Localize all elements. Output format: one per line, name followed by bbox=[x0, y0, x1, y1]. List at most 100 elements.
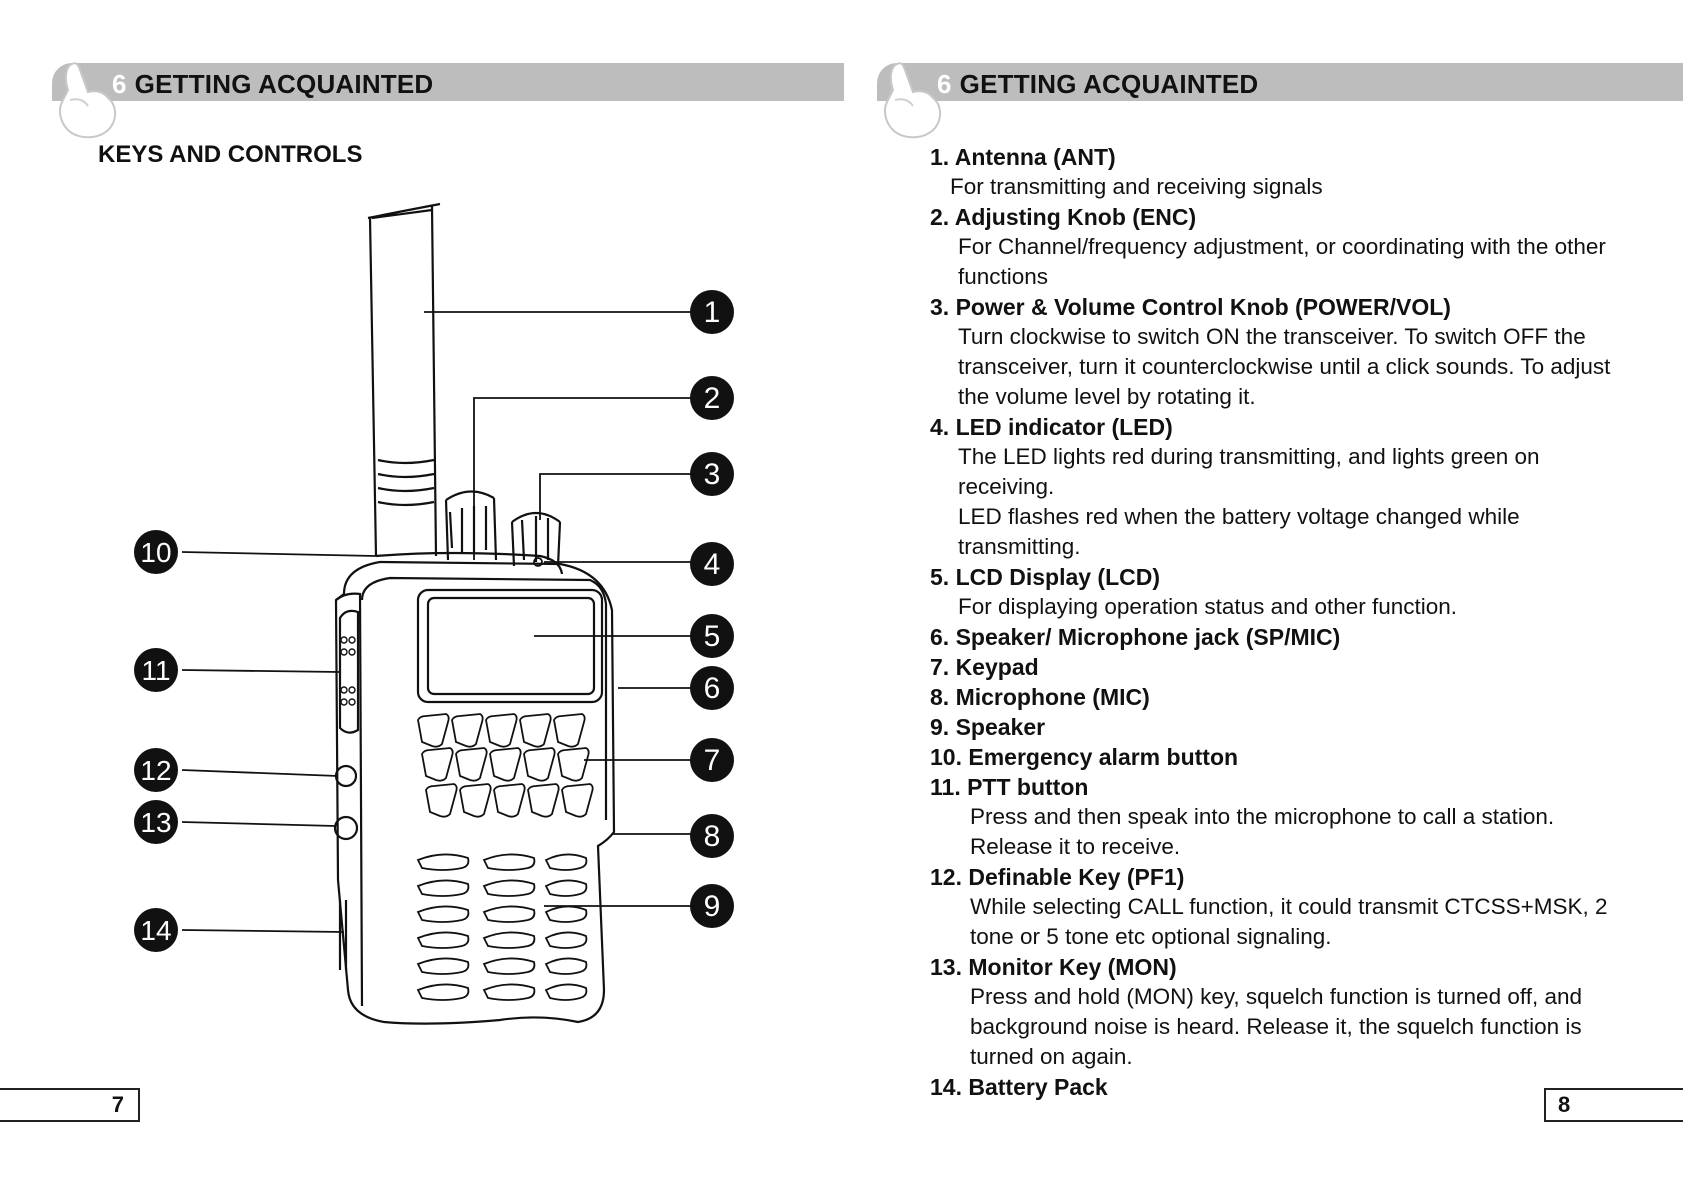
keypad-key bbox=[553, 713, 586, 748]
svg-text:7: 7 bbox=[704, 744, 721, 777]
callout-12: 12 bbox=[134, 748, 178, 792]
item-title: 8. Microphone (MIC) bbox=[930, 684, 1150, 710]
callout-1: 1 bbox=[690, 290, 734, 334]
item-description: For transmitting and receiving signals bbox=[950, 174, 1323, 199]
list-item: 12. Definable Key (PF1) While selecting … bbox=[930, 862, 1630, 952]
svg-text:4: 4 bbox=[704, 548, 721, 581]
callout-7: 7 bbox=[690, 738, 734, 782]
speaker-slot bbox=[544, 957, 588, 975]
callout-10: 10 bbox=[134, 530, 178, 574]
speaker-slot bbox=[416, 957, 470, 975]
page-number: 7 bbox=[0, 1088, 140, 1122]
speaker-slot bbox=[416, 931, 470, 949]
svg-text:8: 8 bbox=[704, 820, 721, 853]
chapter-number: 6 bbox=[112, 69, 127, 99]
speaker-slot bbox=[416, 983, 470, 1001]
svg-text:6: 6 bbox=[704, 672, 721, 705]
list-item: 5. LCD Display (LCD) For displaying oper… bbox=[930, 562, 1630, 622]
list-item: 3. Power & Volume Control Knob (POWER/VO… bbox=[930, 292, 1630, 412]
speaker-slot bbox=[482, 957, 536, 975]
speaker-slot bbox=[544, 879, 588, 897]
svg-text:1: 1 bbox=[704, 296, 721, 329]
list-item: 6. Speaker/ Microphone jack (SP/MIC) bbox=[930, 622, 1630, 652]
item-description: For displaying operation status and othe… bbox=[958, 594, 1458, 619]
radio-diagram: 1 2 3 4 5 6 7 8 9 10 11 12 13 14 bbox=[134, 202, 734, 1025]
speaker-slot bbox=[416, 879, 470, 897]
item-title: 12. Definable Key (PF1) bbox=[930, 864, 1185, 890]
radio-body bbox=[334, 560, 616, 1025]
ptt-button bbox=[338, 609, 360, 734]
keypad-key bbox=[519, 713, 552, 748]
item-description: Turn clockwise to switch ON the transcei… bbox=[958, 324, 1611, 409]
callout-13: 13 bbox=[134, 800, 178, 844]
item-description: LED flashes red when the battery voltage… bbox=[958, 504, 1520, 559]
item-description: The LED lights red during transmitting, … bbox=[958, 444, 1540, 499]
callout-5: 5 bbox=[690, 614, 734, 658]
speaker-slot bbox=[482, 905, 536, 923]
item-title: 3. Power & Volume Control Knob (POWER/VO… bbox=[930, 294, 1451, 320]
svg-text:5: 5 bbox=[704, 620, 721, 653]
monitor-key bbox=[333, 815, 359, 841]
keypad bbox=[417, 713, 594, 818]
speaker-slot bbox=[482, 983, 536, 1001]
keypad-key bbox=[421, 747, 454, 782]
list-item: 7. Keypad bbox=[930, 652, 1630, 682]
list-item: 13. Monitor Key (MON) Press and hold (MO… bbox=[930, 952, 1630, 1072]
list-item: 14. Battery Pack bbox=[930, 1072, 1630, 1102]
keypad-key bbox=[425, 783, 458, 818]
item-title: 5. LCD Display (LCD) bbox=[930, 564, 1161, 590]
list-item: 9. Speaker bbox=[930, 712, 1630, 742]
keypad-key bbox=[459, 783, 492, 818]
page-number: 8 bbox=[1544, 1088, 1683, 1122]
speaker-slot bbox=[482, 931, 536, 949]
pointing-hand-icon bbox=[884, 62, 941, 139]
speaker-slot bbox=[544, 983, 588, 1001]
speaker-slot bbox=[544, 853, 588, 871]
callout-9: 9 bbox=[690, 884, 734, 928]
callout-8: 8 bbox=[690, 814, 734, 858]
item-title: 14. Battery Pack bbox=[930, 1074, 1108, 1100]
speaker-slot bbox=[482, 853, 536, 871]
callout-2: 2 bbox=[690, 376, 734, 420]
section-title: KEYS AND CONTROLS bbox=[98, 141, 363, 168]
item-description: Press and hold (MON) key, squelch functi… bbox=[970, 984, 1582, 1069]
list-item: 4. LED indicator (LED) The LED lights re… bbox=[930, 412, 1630, 562]
chapter-title: GETTING ACQUAINTED bbox=[959, 69, 1259, 99]
svg-text:11: 11 bbox=[141, 655, 170, 686]
item-title: 6. Speaker/ Microphone jack (SP/MIC) bbox=[930, 624, 1341, 650]
lcd-display bbox=[416, 588, 604, 704]
keypad-key bbox=[455, 747, 488, 782]
item-description: While selecting CALL function, it could … bbox=[970, 894, 1608, 949]
pointing-hand-icon bbox=[59, 62, 116, 139]
item-title: 13. Monitor Key (MON) bbox=[930, 954, 1177, 980]
item-description: Press and then speak into the microphone… bbox=[970, 804, 1555, 859]
svg-text:3: 3 bbox=[704, 458, 721, 491]
callout-3: 3 bbox=[690, 452, 734, 496]
item-title: 11. PTT button bbox=[930, 774, 1089, 800]
led-indicator bbox=[533, 557, 543, 567]
speaker-slot bbox=[544, 931, 588, 949]
svg-text:12: 12 bbox=[140, 755, 171, 786]
keypad-key bbox=[485, 713, 518, 748]
svg-text:9: 9 bbox=[704, 890, 721, 923]
speaker-slot bbox=[416, 905, 470, 923]
item-title: 2. Adjusting Knob (ENC) bbox=[930, 204, 1197, 230]
speaker-slot bbox=[544, 905, 588, 923]
item-title: 10. Emergency alarm button bbox=[930, 744, 1239, 770]
item-title: 1. Antenna (ANT) bbox=[930, 144, 1116, 170]
keypad-key bbox=[493, 783, 526, 818]
keypad-key bbox=[523, 747, 556, 782]
callout-4: 4 bbox=[690, 542, 734, 586]
adjusting-knob bbox=[444, 490, 498, 561]
keypad-key bbox=[417, 713, 450, 748]
list-item: 11. PTT button Press and then speak into… bbox=[930, 772, 1630, 862]
keypad-key bbox=[527, 783, 560, 818]
keypad-key bbox=[557, 747, 590, 782]
svg-text:2: 2 bbox=[704, 382, 721, 415]
item-title: 7. Keypad bbox=[930, 654, 1039, 680]
item-description: For Channel/frequency adjustment, or coo… bbox=[958, 234, 1606, 289]
callout-6: 6 bbox=[690, 666, 734, 710]
